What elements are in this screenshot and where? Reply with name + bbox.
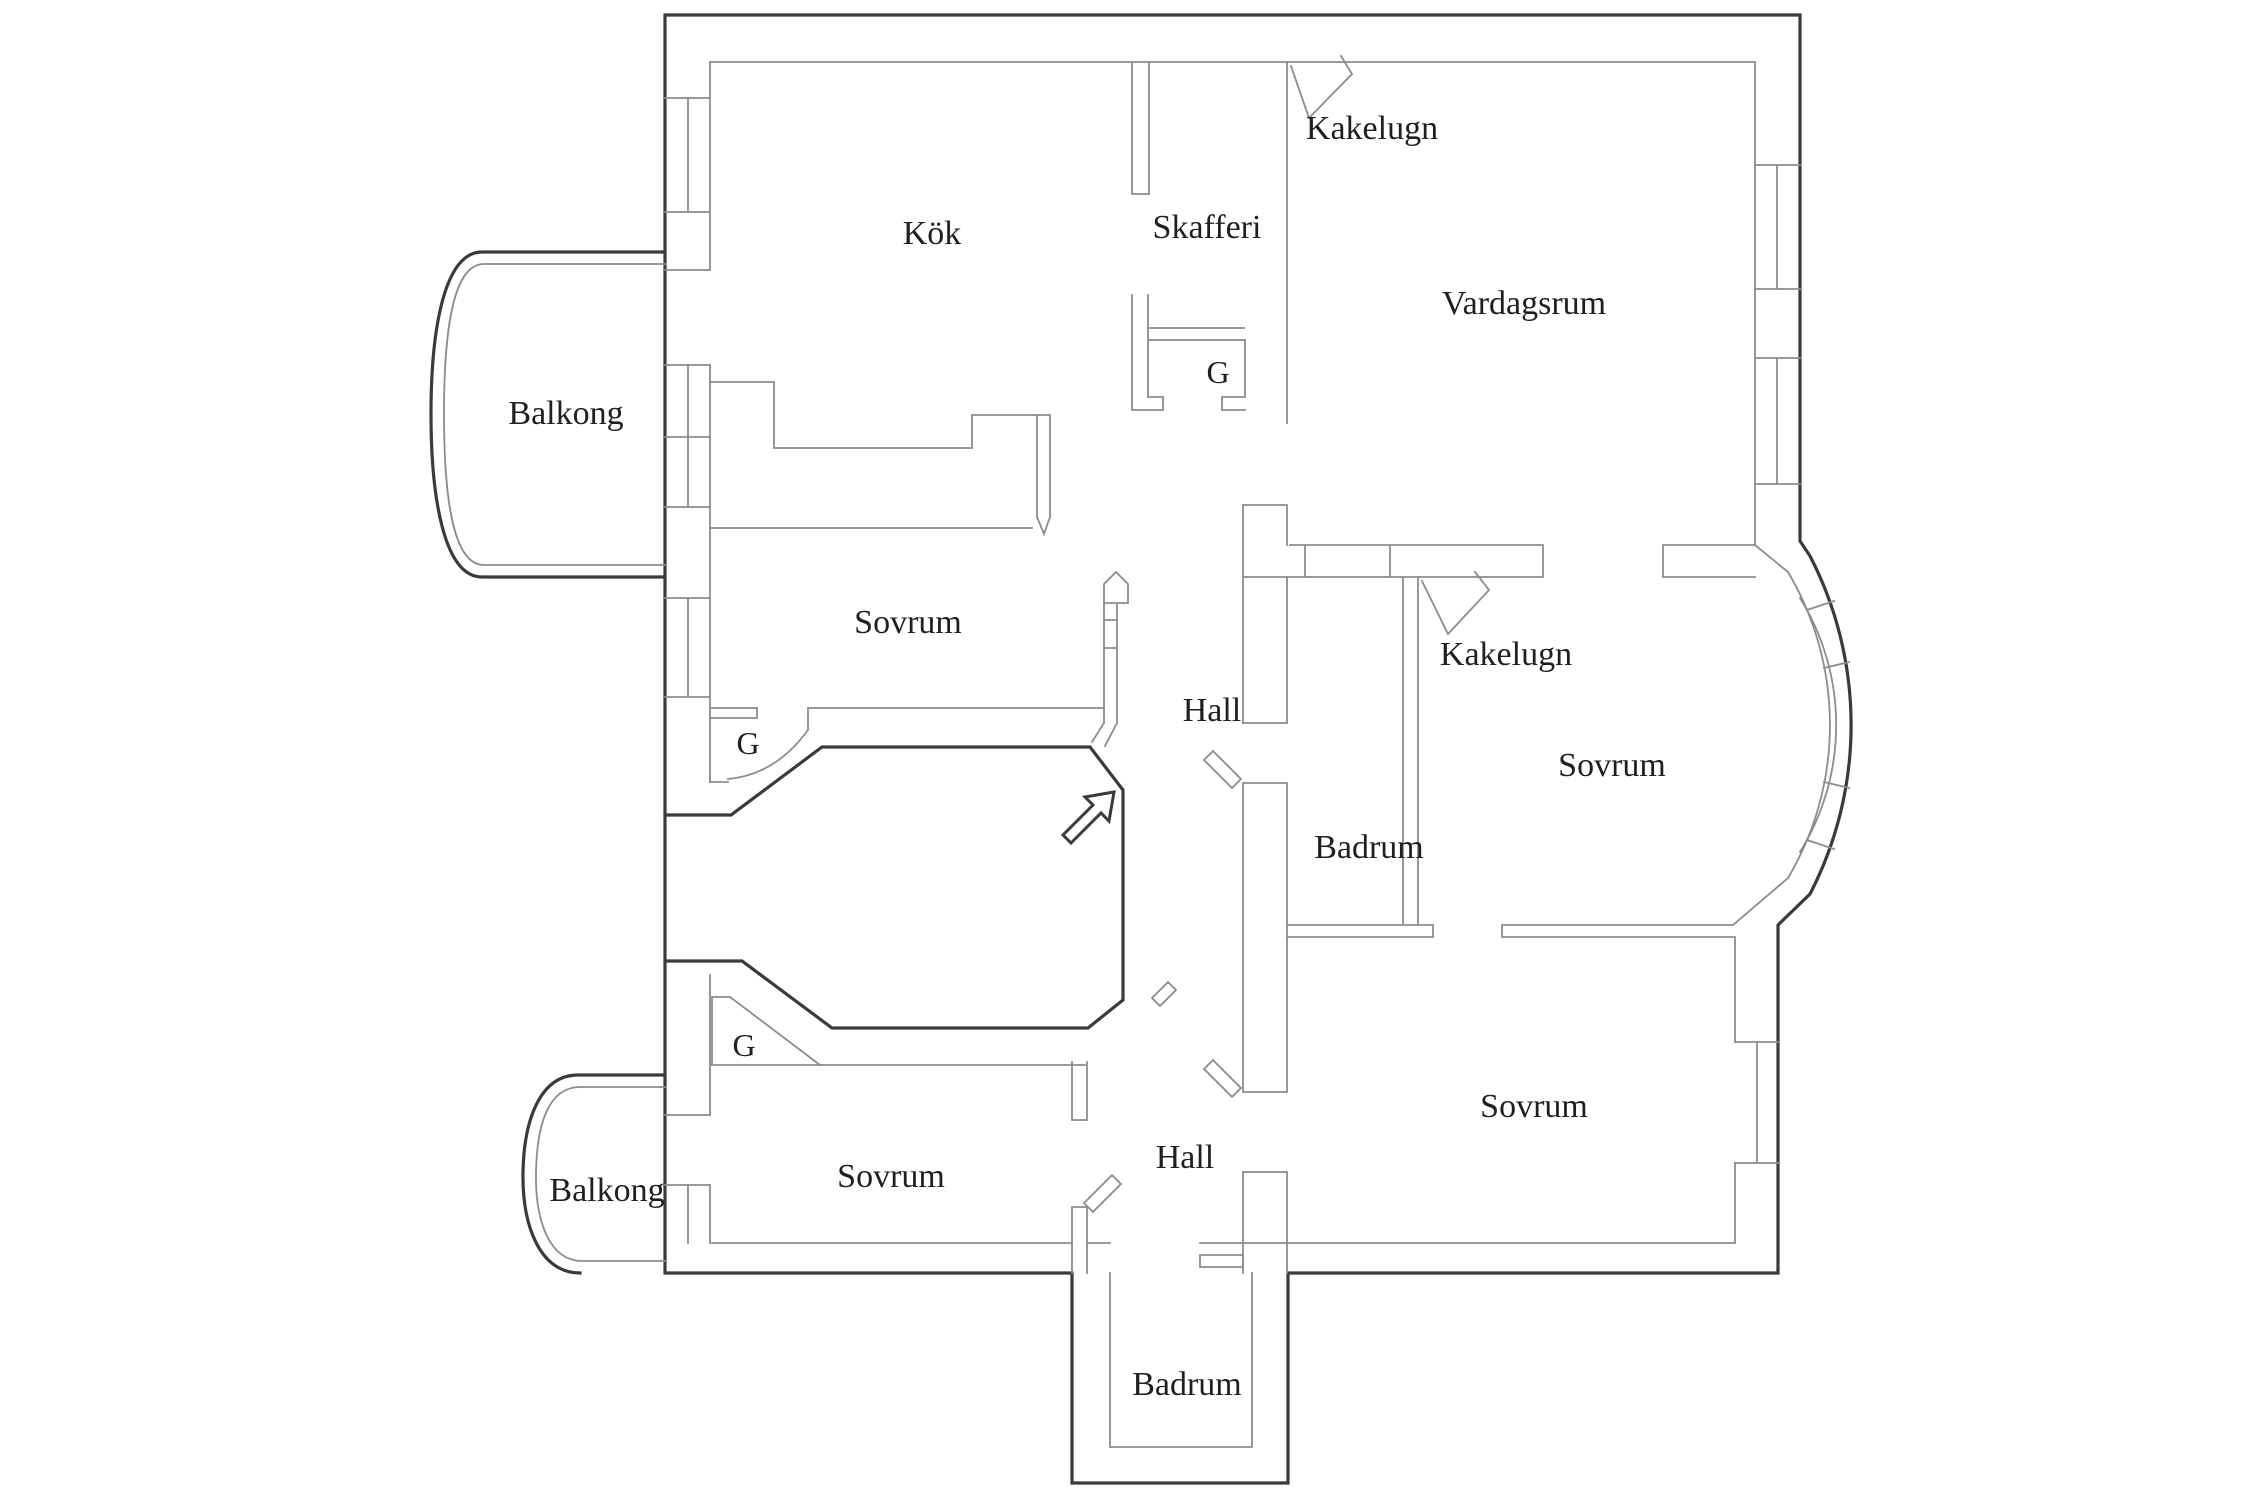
door-leaf-sovrum-hall: [1103, 570, 1129, 604]
room-label-g-lower: G: [732, 1027, 755, 1063]
window-left-4: [664, 597, 711, 698]
window-markers: [664, 97, 1851, 1244]
balcony-top-inner-rail: [443, 263, 666, 566]
door-leaf-sovrum-br: [1202, 1058, 1243, 1099]
wall-garderob-upper: [709, 707, 758, 783]
room-label-sovrum-br: Sovrum: [1480, 1088, 1588, 1125]
stairwell-void-walls: [663, 745, 1125, 1030]
door-leaf-corridor: [1150, 980, 1178, 1008]
balcony-door-bottom-jambs: [664, 1114, 711, 1244]
room-label-badrum-mid: Badrum: [1314, 829, 1424, 866]
wall-hall-badrum: [1242, 576, 1288, 1274]
building-outline: [663, 13, 1853, 1485]
balcony-door-top-jambs: [664, 269, 711, 366]
door-leaf-badrum-mid: [1202, 749, 1243, 790]
room-label-kok: Kök: [903, 215, 962, 252]
room-label-balkong-bottom: Balkong: [549, 1172, 664, 1209]
kakelugn-top-icon: [1289, 54, 1354, 120]
wall-skafferi-closet: [1147, 327, 1246, 411]
bay-window-mullions: [1805, 599, 1851, 851]
balcony-bottom-outline: [521, 1073, 667, 1275]
room-label-hall-upper: Hall: [1183, 692, 1242, 729]
room-label-sovrum-ll: Sovrum: [837, 1158, 945, 1195]
room-label-skafferi: Skafferi: [1153, 209, 1262, 246]
window-left-1: [664, 97, 711, 213]
bay-window-inner-arc: [1786, 570, 1831, 880]
entrance-arrow-icon: [1060, 790, 1116, 846]
wall-kok-sovrum: [709, 381, 1052, 537]
room-labels: Kök Skafferi Kakelugn Vardagsrum Balkong…: [508, 110, 1665, 1403]
exterior-walls: [429, 13, 1853, 1485]
door-symbols: [727, 570, 1243, 1214]
window-left-3: [664, 436, 711, 508]
interior-walls: [443, 61, 1790, 1448]
window-right-3: [1734, 1041, 1779, 1164]
wall-mid-band: [1286, 543, 1790, 938]
wall-sovrum-upper-bottom: [807, 707, 1105, 731]
room-label-g-skafferi: G: [1206, 354, 1229, 390]
window-right-1: [1754, 164, 1801, 290]
wall-badrum-bottom: [1109, 1254, 1253, 1448]
room-label-kakelugn-mid: Kakelugn: [1440, 636, 1572, 673]
stove-markers: [1289, 54, 1491, 636]
wall-right-inner-sovrum-br: [1286, 936, 1736, 1244]
room-label-badrum-bottom: Badrum: [1132, 1366, 1242, 1403]
room-label-sovrum-upper: Sovrum: [854, 604, 962, 641]
room-label-hall-lower: Hall: [1156, 1139, 1215, 1176]
window-right-2: [1754, 357, 1801, 485]
window-left-2: [664, 364, 711, 438]
wall-sovrum-mid-left: [1402, 576, 1419, 926]
balcony-top-outline: [429, 250, 667, 579]
room-label-sovrum-mid: Sovrum: [1558, 747, 1666, 784]
wall-sovrum-hall-pocket: [1090, 602, 1119, 748]
room-label-balkong-top: Balkong: [508, 395, 623, 432]
room-label-g-upper: G: [736, 725, 759, 761]
balcony-bottom-inner-rail: [535, 1086, 666, 1262]
wall-garderob-lower: [711, 995, 822, 1067]
wall-sovrum-ll-hall: [1071, 1061, 1088, 1274]
wall-kok-skafferi: [1131, 61, 1164, 411]
closet-door-arc-upper: [727, 728, 810, 780]
room-label-vardagsrum: Vardagsrum: [1442, 285, 1606, 322]
bay-window-glass-arc: [1798, 596, 1837, 854]
door-leaf-sovrum-ll: [1082, 1173, 1123, 1214]
room-label-kakelugn-top: Kakelugn: [1306, 110, 1438, 147]
wall-vardagsrum-bottom: [1242, 504, 1756, 724]
kakelugn-mid-icon: [1420, 570, 1491, 636]
